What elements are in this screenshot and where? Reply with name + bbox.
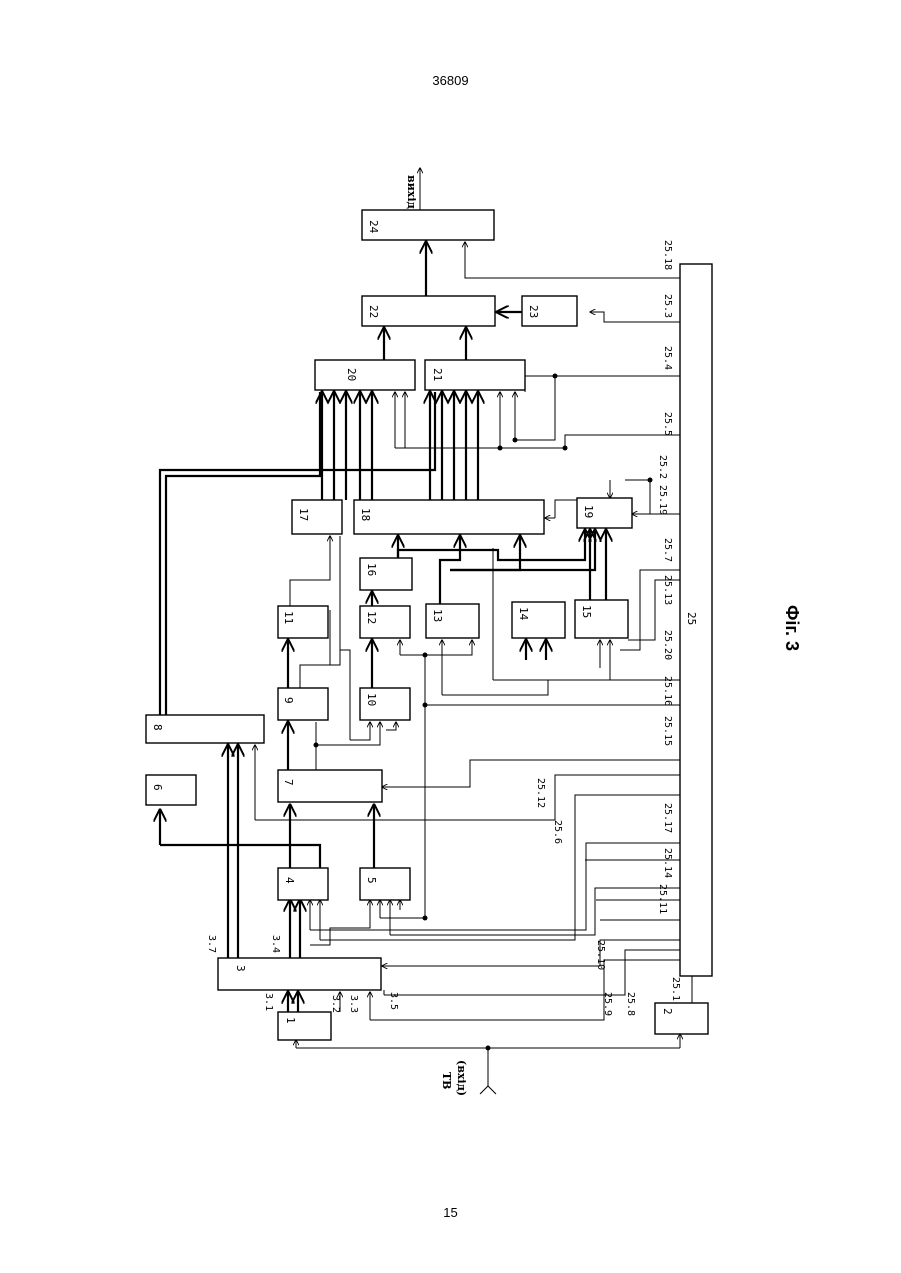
port-label-3-1: 3.1 — [263, 993, 274, 1011]
bus-label-25-5: 25.5 — [662, 412, 673, 436]
port-label-3-5: 3.5 — [388, 992, 399, 1010]
block-label-13: 13 — [431, 609, 444, 622]
bus-label-25-19: 25.19 — [657, 485, 668, 515]
block-label-15: 15 — [580, 605, 593, 618]
bus-label-25-10: 25.10 — [595, 940, 606, 970]
block-3 — [218, 958, 381, 990]
block-24 — [362, 210, 494, 240]
block-18 — [354, 500, 544, 534]
bus-label-25-2: 25.2 — [657, 455, 668, 479]
bus-label-25-15: 25.15 — [662, 716, 673, 746]
block-label-9: 9 — [282, 697, 295, 704]
block-label-3: 3 — [234, 965, 247, 972]
block-label-12: 12 — [365, 611, 378, 624]
bus-label-25-4: 25.4 — [662, 346, 673, 370]
page-number-bottom: 15 — [0, 1205, 901, 1220]
block-label-8: 8 — [151, 724, 164, 731]
bus-label-25-13: 25.13 — [662, 575, 673, 605]
block-label-23: 23 — [527, 305, 540, 318]
block-label-18: 18 — [359, 508, 372, 521]
bus-label-25-16: 25.16 — [662, 676, 673, 706]
bus-label-25-11: 25.11 — [657, 884, 668, 914]
block-label-21: 21 — [431, 368, 444, 381]
block-label-10: 10 — [365, 693, 378, 706]
block-9 — [278, 688, 328, 720]
bus-label-25-20: 25.20 — [662, 630, 673, 660]
input-label: ТВ — [440, 1072, 453, 1089]
block-label-1: 1 — [284, 1017, 297, 1024]
port-label-3-4: 3.4 — [270, 935, 281, 953]
blocks — [146, 210, 712, 1040]
block-label-20: 20 — [345, 368, 358, 381]
bus-label-25-17: 25.17 — [662, 803, 673, 833]
block-7 — [278, 770, 382, 802]
block-label-6: 6 — [151, 784, 164, 791]
block-label-11: 11 — [282, 611, 295, 624]
port-label-3-7: 3.7 — [206, 935, 217, 953]
block-label-19: 19 — [582, 505, 595, 518]
bus-label-25-1: 25.1 — [670, 977, 681, 1001]
block-label-22: 22 — [367, 305, 380, 318]
bus-label-25-6: 25.6 — [552, 820, 563, 844]
bus-label-25-18: 25.18 — [662, 240, 673, 270]
bus-label-25-14: 25.14 — [662, 848, 673, 878]
bus-label-25-8: 25.8 — [625, 992, 636, 1016]
block-22 — [362, 296, 495, 326]
block-label-24: 24 — [367, 220, 380, 234]
block-label-14: 14 — [517, 607, 530, 621]
bus-label-25-7: 25.7 — [662, 538, 673, 562]
port-label-3-2: 3.2 — [330, 995, 341, 1013]
block-20 — [315, 360, 415, 390]
bus-label-25-9: 25.9 — [602, 992, 613, 1016]
block-label-5: 5 — [365, 877, 378, 884]
figure-caption: Фіг. 3 — [782, 605, 802, 651]
block-label-7: 7 — [282, 779, 295, 786]
block-4 — [278, 868, 328, 900]
output-label: вихід — [405, 175, 418, 209]
block-label-4: 4 — [283, 877, 296, 884]
bus-label-25-3: 25.3 — [662, 294, 673, 318]
block-label-25: 25 — [685, 612, 698, 625]
block-label-17: 17 — [297, 508, 310, 521]
input-sublabel: (вхід) — [455, 1060, 468, 1096]
block-label-16: 16 — [365, 563, 378, 576]
port-label-3-3: 3.3 — [348, 995, 359, 1013]
bus-label-25-12: 25.12 — [535, 778, 546, 808]
block-5 — [360, 868, 410, 900]
block-label-2: 2 — [661, 1008, 674, 1015]
